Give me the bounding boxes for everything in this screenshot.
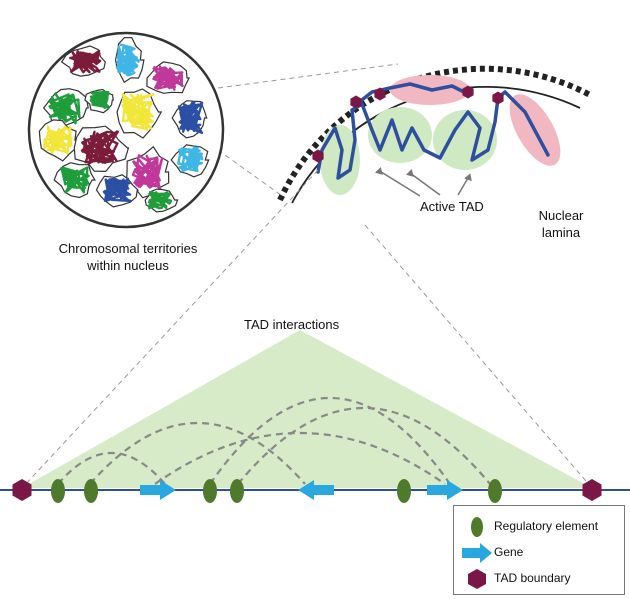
arrowhead [375, 167, 383, 175]
legend-label-boundary: TAD boundary [494, 571, 571, 585]
tad-boundary-marker [312, 149, 324, 163]
tad-boundary-marker [462, 85, 474, 99]
legend: Regulatory element Gene TAD boundary [453, 505, 625, 595]
territory-chromatin [89, 90, 110, 110]
territory-chromatin [147, 190, 173, 210]
chromosome-territory [171, 100, 208, 139]
chromosome-territory [84, 88, 114, 114]
territories-label-line1: Chromosomal territories [58, 241, 198, 256]
interaction-triangle [22, 330, 592, 488]
chromosome-territory [60, 45, 106, 77]
chromosome-territory [42, 88, 89, 129]
territories-label-line2: within nucleus [87, 258, 169, 273]
nucleus [27, 31, 225, 229]
gene-arrow-icon [462, 543, 492, 563]
chromosome-territory [38, 119, 78, 162]
tad-boundary-marker [374, 87, 386, 101]
regulatory-element [203, 479, 217, 503]
legend-item-boundary: TAD boundary [454, 568, 624, 590]
chromosome-territory [114, 36, 145, 84]
chromosome-territory [95, 174, 140, 208]
territory-chromatin [152, 65, 184, 91]
tad-boundary-marker [582, 479, 602, 501]
lamina-label-line2: lamina [541, 225, 581, 240]
tad-boundary-icon [468, 569, 486, 589]
active-tad-arrow [409, 172, 441, 196]
chromosome-territory [125, 145, 170, 199]
zoom-guide-upper [217, 63, 399, 89]
regulatory-element [488, 479, 502, 503]
legend-item-regulatory: Regulatory element [454, 516, 624, 538]
regulatory-element [397, 479, 411, 503]
active-tad-domain [368, 107, 432, 163]
territory-chromatin [48, 92, 81, 125]
territory-chromatin [43, 125, 73, 155]
territory-chromatin [102, 177, 132, 203]
chromosomal-territories [38, 36, 210, 213]
zoom-guide-left [21, 169, 319, 489]
gene-arrow [140, 480, 176, 500]
legend-label-gene: Gene [494, 545, 524, 559]
genomic-elements [12, 479, 602, 503]
tad-boundary-marker [12, 479, 32, 501]
arrowhead [406, 169, 414, 177]
linear-tad-map [0, 330, 630, 503]
territory-chromatin [60, 166, 90, 194]
zoom-guide-right [364, 224, 593, 489]
tad-boundary-marker [492, 91, 504, 105]
active-tad-label: Active TAD [420, 199, 484, 214]
arrowhead [464, 173, 472, 182]
nuclear-periphery [277, 65, 592, 204]
territory-chromatin [80, 130, 119, 165]
legend-label-regulatory: Regulatory element [494, 519, 599, 533]
interaction-arc [89, 422, 306, 485]
gene-arrow [427, 480, 463, 500]
territory-chromatin [69, 49, 102, 74]
territory-chromatin [177, 146, 204, 173]
active-tad-arrow [377, 169, 421, 197]
territory-chromatin [177, 101, 204, 135]
gene-arrow [298, 480, 334, 500]
territory-chromatin [115, 43, 140, 77]
active-tad-arrow [457, 177, 469, 196]
lamina-label-line1: Nuclear [538, 208, 584, 223]
interaction-arc [57, 452, 166, 485]
territory-chromatin [121, 93, 155, 132]
chromosome-territory [144, 188, 179, 213]
chromosome-territory [73, 125, 130, 173]
legend-item-gene: Gene [454, 542, 624, 564]
regulatory-element [230, 479, 244, 503]
tad-interactions-label: TAD interactions [244, 317, 340, 332]
chromosome-territory [146, 61, 191, 94]
interaction-arc [209, 397, 451, 485]
peripheral-chromatin [316, 82, 550, 180]
interaction-arc [237, 407, 491, 485]
chromosome-territory [116, 88, 163, 139]
territory-chromatin [131, 154, 164, 190]
interaction-arcs [57, 397, 491, 485]
regulatory-element [84, 479, 98, 503]
regulatory-element [51, 479, 65, 503]
chromosome-territory [53, 162, 96, 199]
peripheral-tad-boundaries [312, 85, 504, 163]
chromosome-territory [170, 144, 210, 178]
tad-boundary-marker [350, 95, 362, 109]
interaction-arc [154, 432, 446, 485]
zoom-guide-lower [217, 149, 286, 199]
regulatory-element-icon [471, 517, 483, 537]
